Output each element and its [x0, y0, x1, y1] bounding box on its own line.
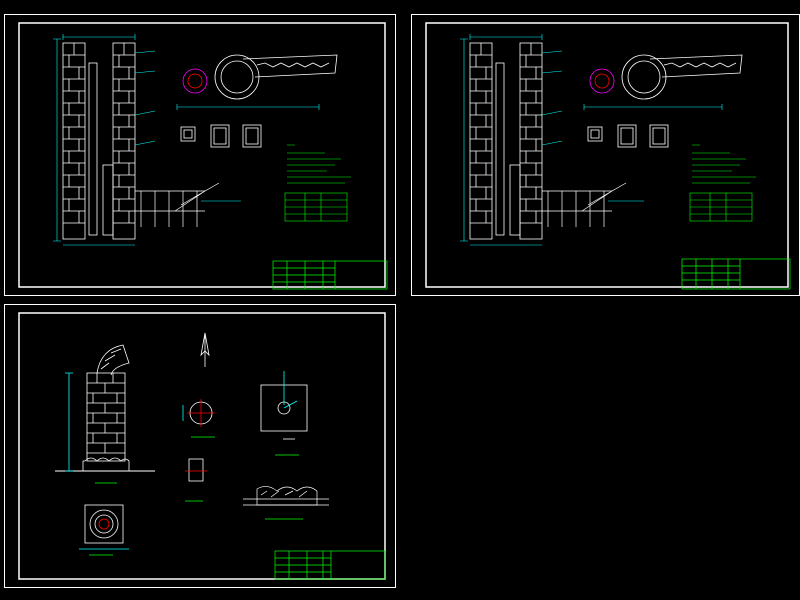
title-block	[272, 260, 388, 290]
notes-block	[689, 144, 756, 222]
platform-railing	[542, 182, 627, 227]
sheet-3-drawing	[18, 312, 386, 580]
drawing-sheet-1	[4, 14, 396, 296]
flue-circle-detail	[182, 399, 215, 427]
flue-detail	[589, 54, 743, 100]
inner-border	[18, 312, 386, 580]
inner-border	[18, 22, 386, 288]
chimney-elevation	[55, 344, 155, 472]
chimney-section	[62, 42, 136, 240]
drawing-sheet-3	[4, 304, 396, 588]
opening-details	[587, 124, 669, 148]
plate-detail	[260, 371, 308, 440]
title-block	[274, 550, 386, 580]
foundation-section	[243, 486, 329, 506]
chimney-plan	[79, 504, 129, 550]
inner-border	[425, 22, 789, 288]
flue-detail	[182, 54, 338, 100]
caption-marks	[89, 436, 303, 556]
sheet-2-drawing	[425, 22, 791, 290]
dimension-lines	[460, 34, 723, 246]
title-block	[681, 258, 791, 290]
drawing-sheet-2	[411, 14, 800, 296]
sheet-1-drawing	[18, 22, 388, 290]
small-square-detail	[185, 458, 207, 482]
opening-details	[180, 124, 262, 148]
platform-railing	[135, 182, 220, 227]
north-arrow-icon	[200, 332, 210, 367]
dimension-lines	[53, 34, 320, 246]
notes-block	[284, 144, 351, 222]
chimney-section	[469, 42, 543, 240]
